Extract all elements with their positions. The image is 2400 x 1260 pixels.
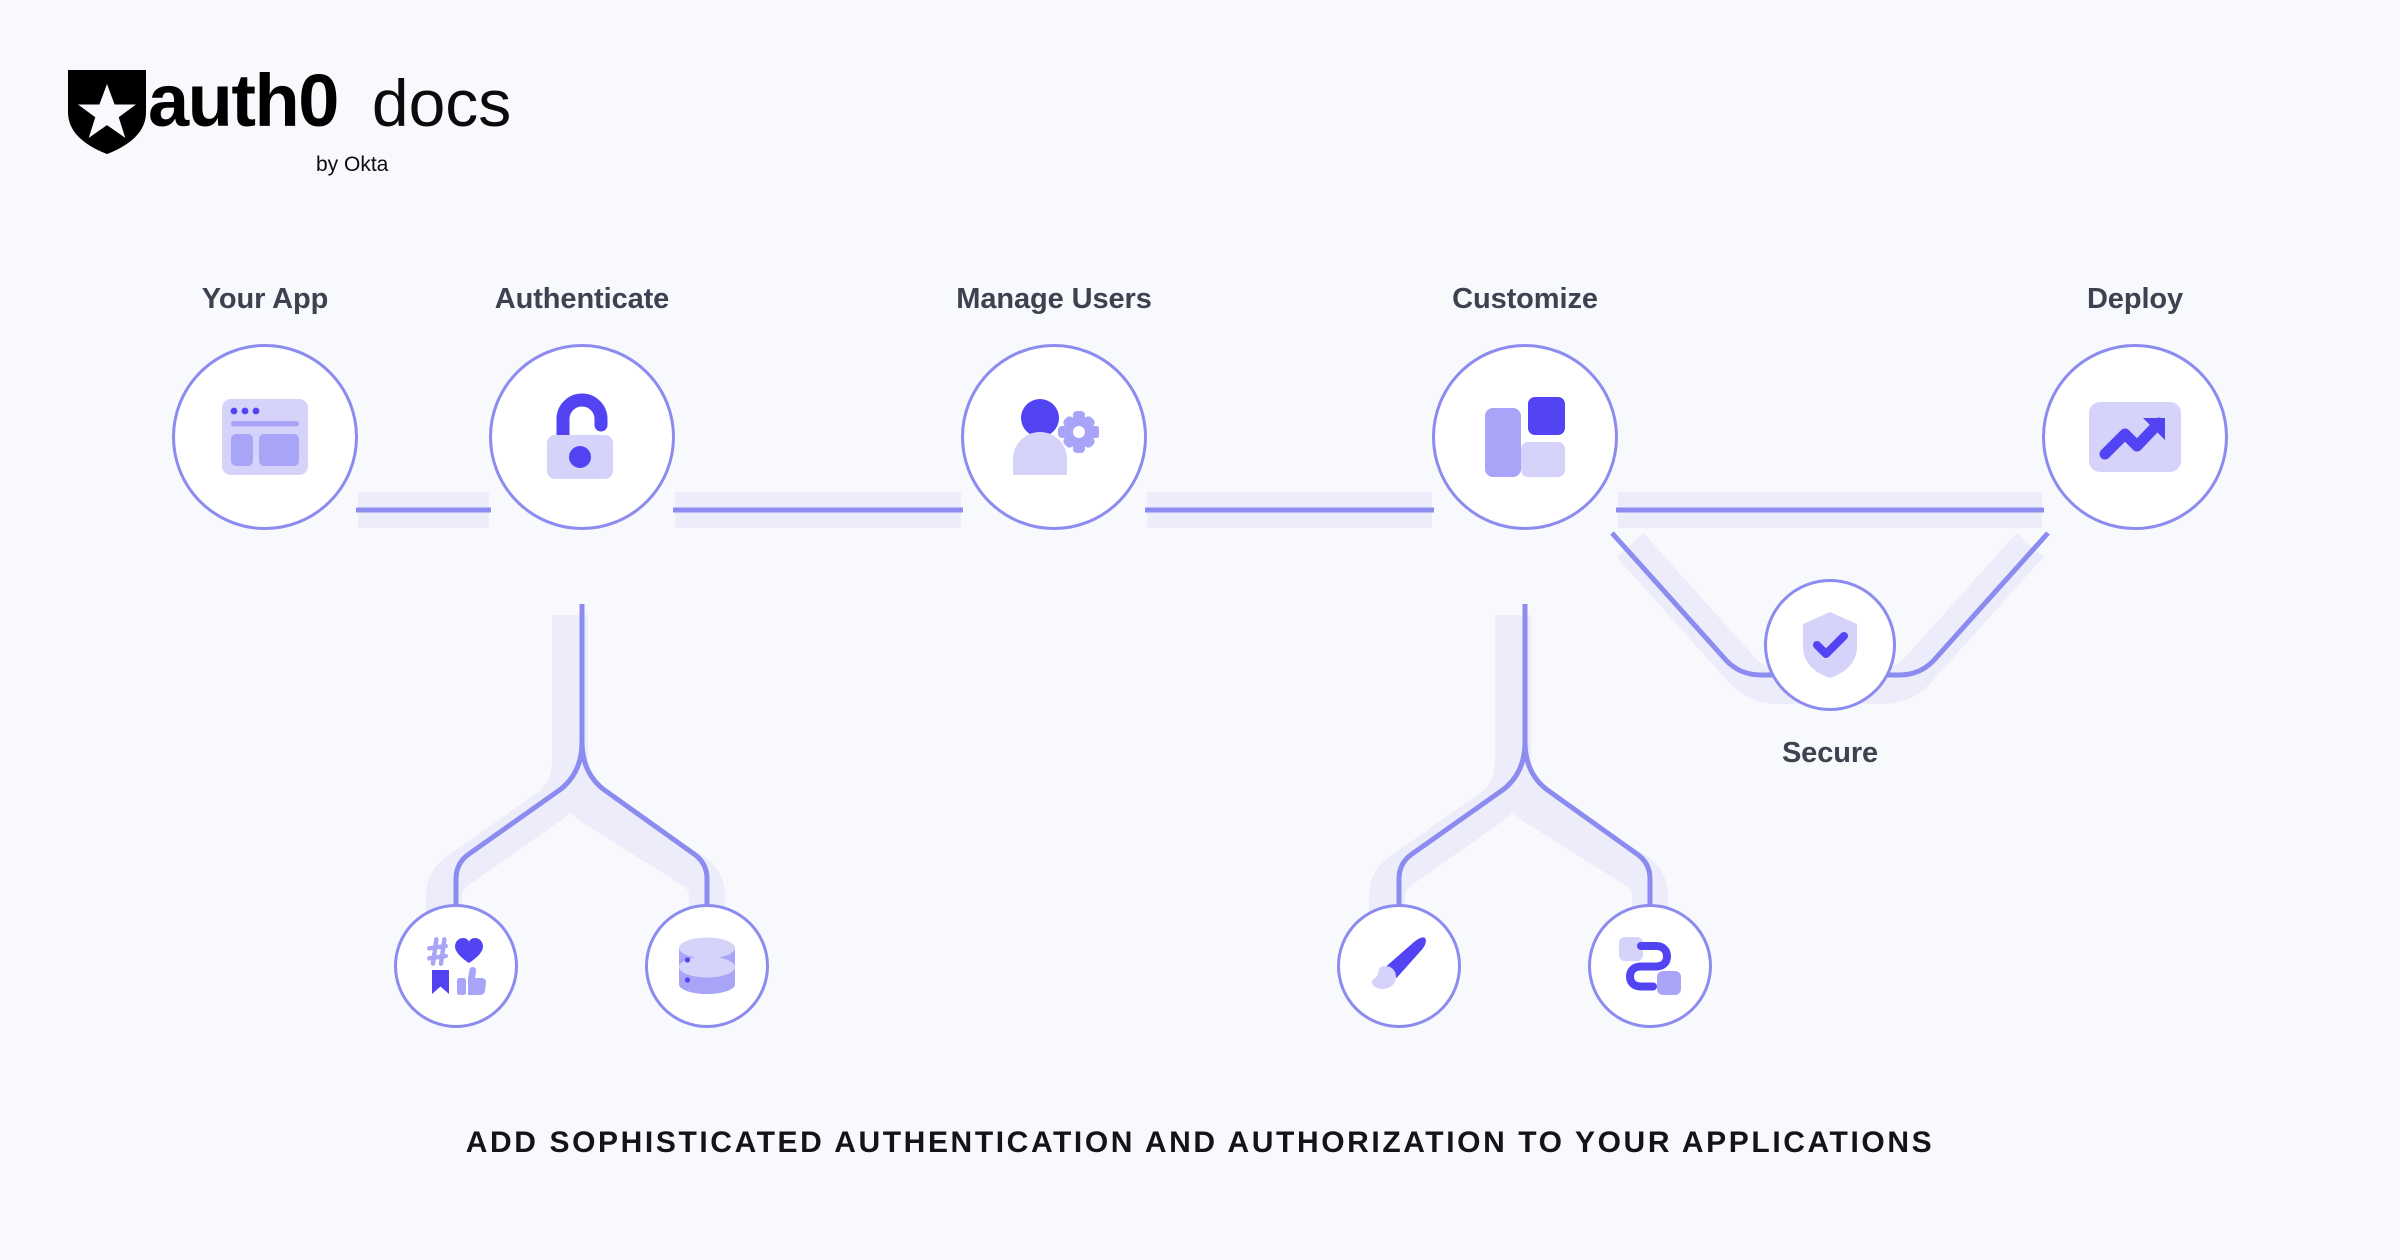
social-reactions-icon (427, 937, 487, 995)
flow-connector-icon (1619, 937, 1681, 995)
node-circle-authenticate[interactable] (489, 344, 675, 530)
node-circle-manage-users[interactable] (961, 344, 1147, 530)
connector-glow-group (358, 492, 2044, 916)
page-caption: Add sophisticated authentication and aut… (465, 1126, 1935, 1159)
brand-byline: by Okta (316, 153, 389, 176)
node-circle-social[interactable] (394, 904, 518, 1028)
node-circle-database[interactable] (645, 904, 769, 1028)
brand-header: auth0 docs by Okta (68, 64, 511, 175)
node-circle-extensibility[interactable] (1588, 904, 1712, 1028)
shield-check-icon (1803, 612, 1857, 678)
paintbrush-icon (1372, 937, 1426, 989)
node-circle-deploy[interactable] (2042, 344, 2228, 530)
user-gear-icon (1013, 399, 1099, 475)
node-label-deploy: Deploy (2086, 283, 2184, 315)
browser-window-icon (222, 399, 308, 475)
database-icon (679, 937, 735, 994)
connector-stroke-group (356, 507, 2050, 906)
node-label-authenticate: Authenticate (494, 283, 670, 315)
layout-blocks-icon (1485, 397, 1565, 477)
node-circle-secure[interactable] (1764, 579, 1896, 711)
node-label-your-app: Your App (201, 283, 329, 315)
trending-up-icon (2089, 402, 2181, 472)
brand-wordmark: auth0 (148, 59, 339, 142)
brand-product-name: docs (371, 66, 512, 140)
node-circle-your-app[interactable] (172, 344, 358, 530)
node-label-manage-users: Manage Users (956, 283, 1152, 315)
node-label-secure: Secure (1781, 737, 1879, 769)
node-circle-branding[interactable] (1337, 904, 1461, 1028)
unlocked-padlock-icon (547, 393, 613, 479)
auth0-shield-star-logo-icon (68, 70, 146, 154)
node-label-customize: Customize (1452, 283, 1598, 315)
brand-text-block: auth0 docs by Okta (148, 59, 512, 176)
node-circle-customize[interactable] (1432, 344, 1618, 530)
